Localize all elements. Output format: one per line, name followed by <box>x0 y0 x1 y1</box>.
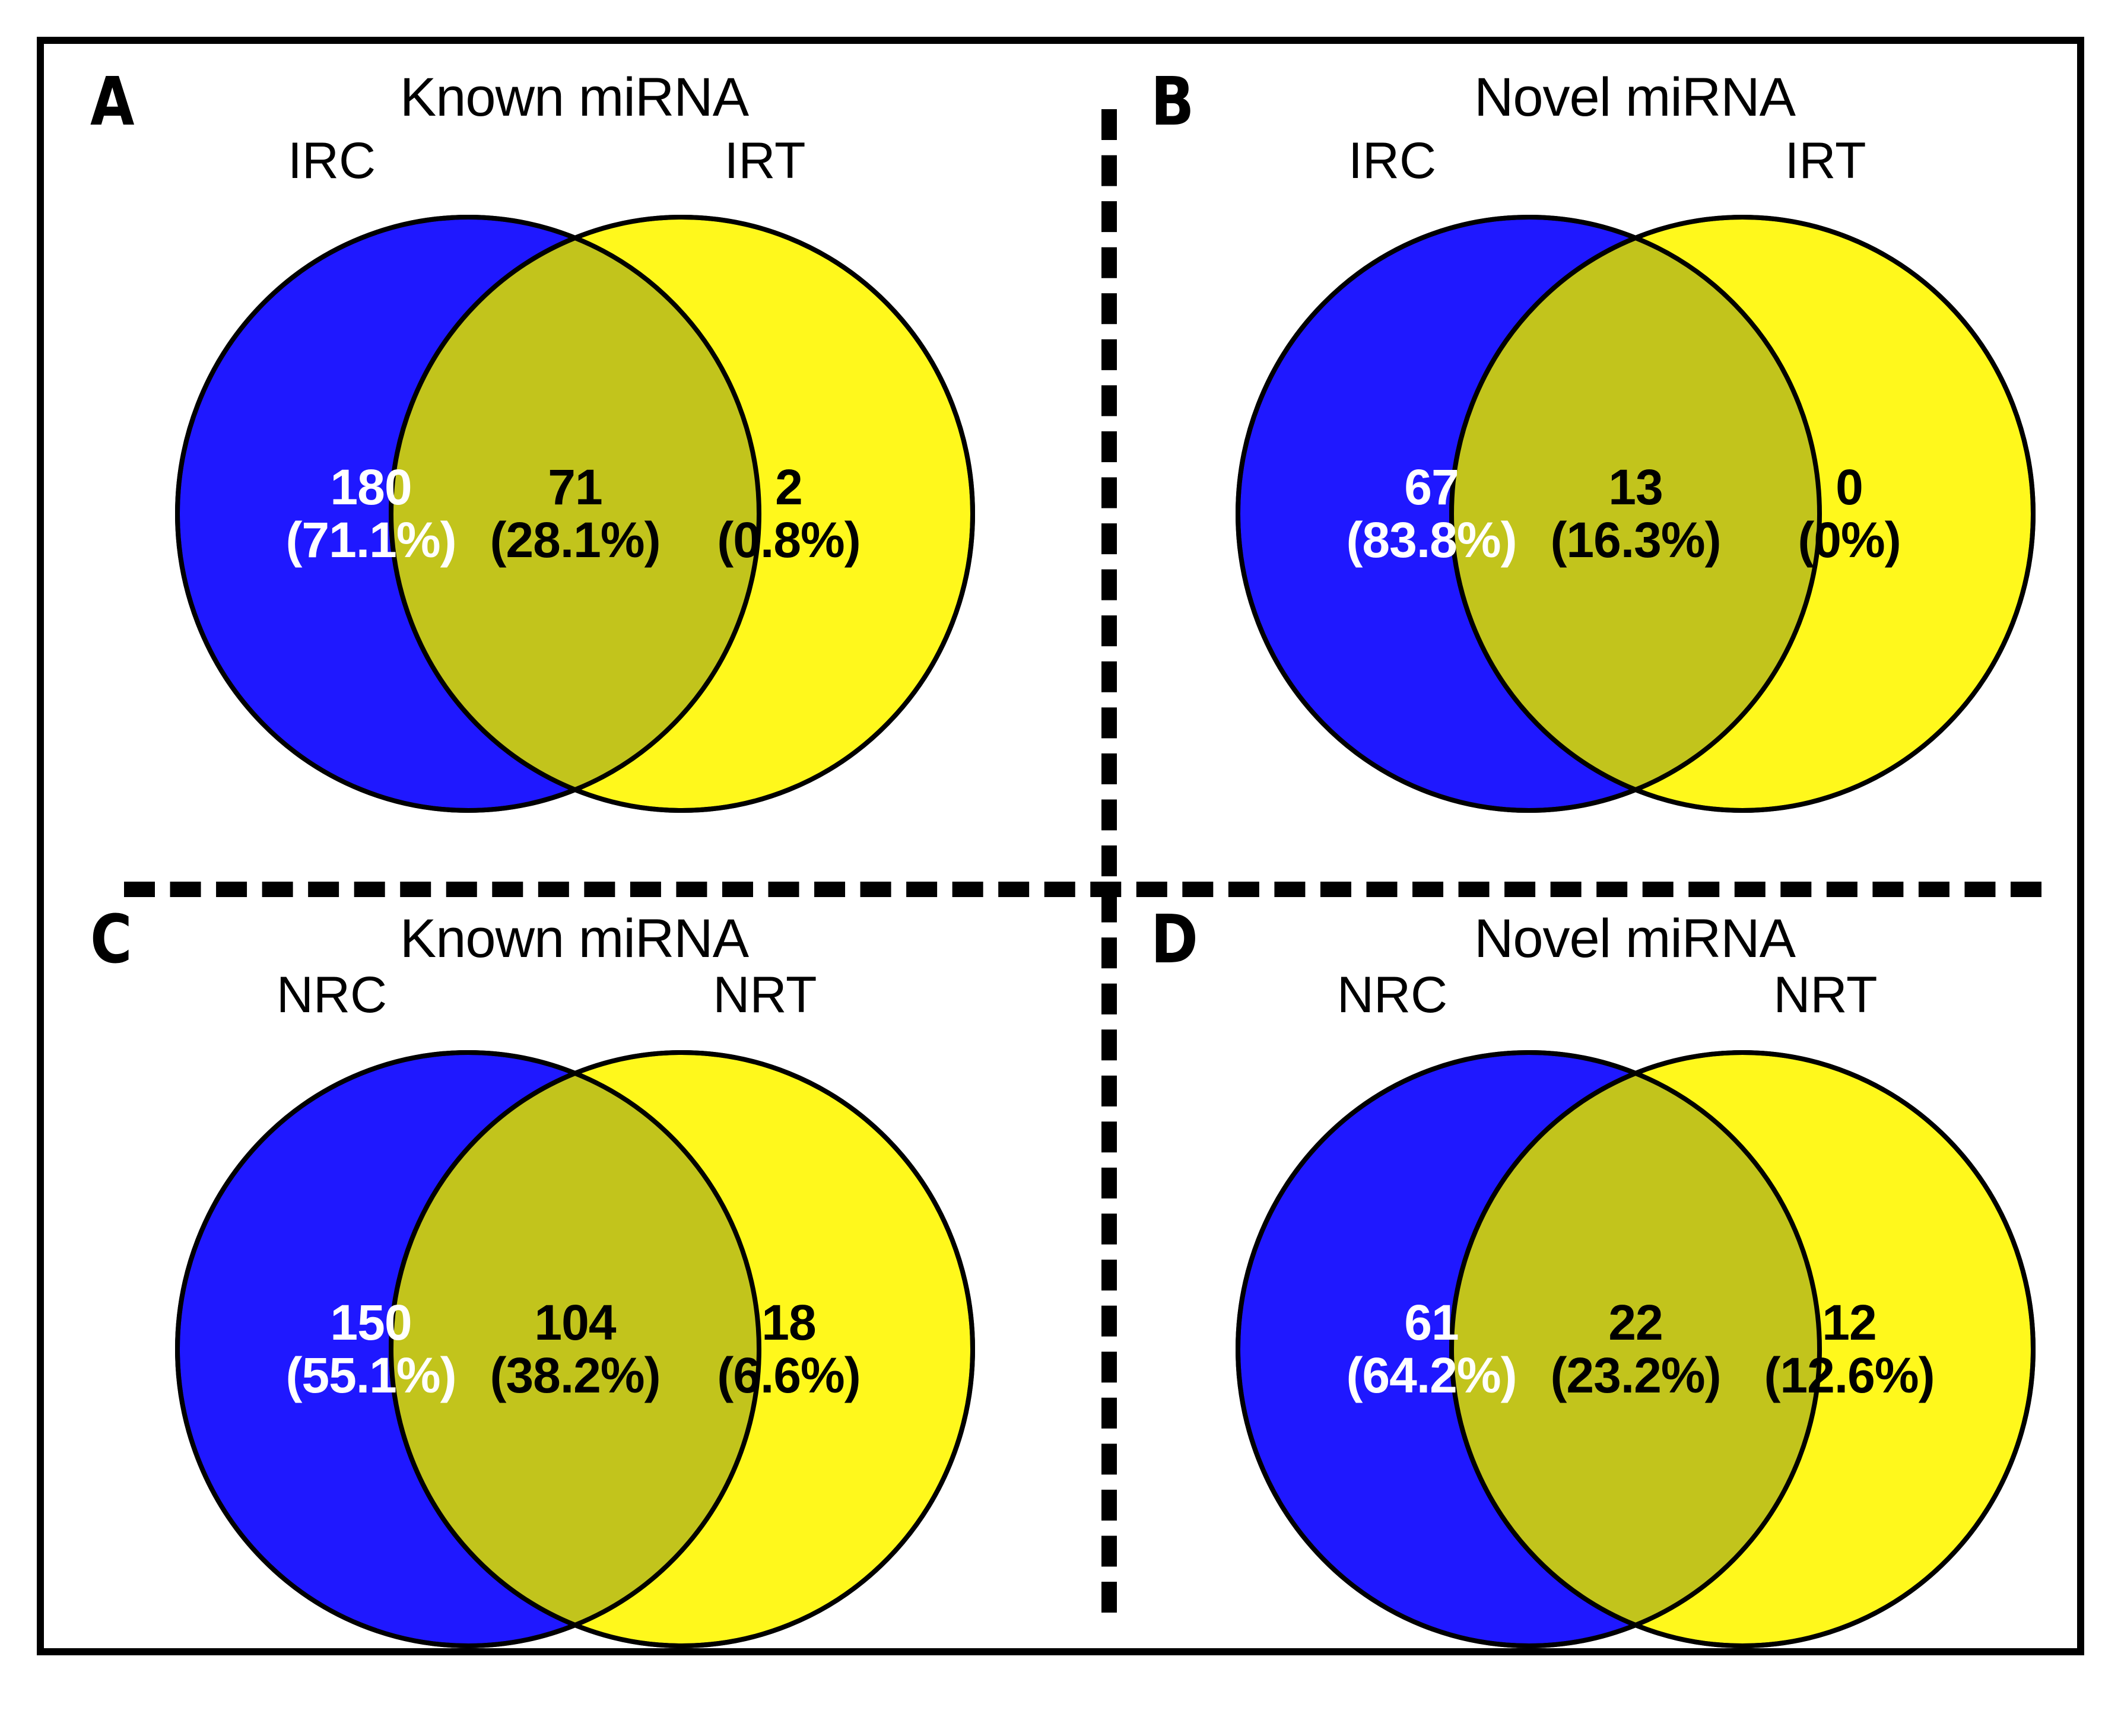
venn-svg-d <box>1236 1050 2036 1648</box>
venn-ellipse-left-outline-c <box>175 1050 761 1648</box>
set-label-left-c: NRC <box>276 966 388 1023</box>
set-label-left-b: IRC <box>1348 132 1437 189</box>
panel-title-c: Known miRNA <box>399 908 749 969</box>
venn-diagram-d: 61 (64.2%) 22 (23.2%) 12 (12.6%) <box>1161 1035 2110 1664</box>
venn-label-left-only-d: 61 (64.2%) <box>1346 1294 1517 1403</box>
panel-title-a: Known miRNA <box>399 67 749 128</box>
venn-label-right-only-b: 0 (0%) <box>1798 459 1901 568</box>
vertical-dashed-divider <box>1101 109 1117 1613</box>
venn-ellipse-right-outline-b <box>1449 215 2036 813</box>
panel-a: A Known miRNA IRC IRT 18 <box>44 44 1104 890</box>
venn-label-intersection-b: 13 (16.3%) <box>1550 459 1721 568</box>
set-label-right-b: IRT <box>1785 132 1866 189</box>
venn-label-right-only-a: 2 (0.8%) <box>717 459 861 568</box>
venn-label-left-only-a: 180 (71.1%) <box>285 459 456 568</box>
venn-diagram-c: 150 (55.1%) 104 (38.2%) 18 (6.6%) <box>100 1035 1050 1664</box>
venn-label-intersection-c: 104 (38.2%) <box>490 1294 661 1403</box>
venn-label-left-only-b: 67 (83.8%) <box>1346 459 1517 568</box>
panel-letter-c: C <box>90 901 132 978</box>
venn-overlap-d <box>1452 1053 1820 1646</box>
venn-label-left-only-c: 150 (55.1%) <box>285 1294 456 1403</box>
venn-ellipse-right-outline-c <box>389 1050 975 1648</box>
panel-c: C Known miRNA NRC NRT 15 <box>44 890 1104 1736</box>
venn-overlap-b <box>1452 217 1820 810</box>
panel-letter-b: B <box>1151 63 1194 141</box>
panel-letter-a: A <box>90 63 135 141</box>
set-label-left-a: IRC <box>287 132 376 189</box>
venn-overlap-a <box>391 217 759 810</box>
venn-svg-a <box>175 215 975 813</box>
venn-label-intersection-a: 71 (28.1%) <box>490 459 661 568</box>
venn-diagram-a: 180 (71.1%) 71 (28.1%) 2 (0.8%) <box>100 199 1050 828</box>
venn-figure: A Known miRNA IRC IRT 18 <box>37 37 2084 1655</box>
set-label-right-a: IRT <box>724 132 806 189</box>
panel-b: B Novel miRNA IRC IRT 67 <box>1104 44 2121 890</box>
panel-title-d: Novel miRNA <box>1474 908 1796 969</box>
venn-ellipse-right-outline-d <box>1449 1050 2036 1648</box>
venn-ellipse-left-outline-b <box>1236 215 1822 813</box>
venn-label-right-only-d: 12 (12.6%) <box>1764 1294 1935 1403</box>
set-label-left-d: NRC <box>1336 966 1448 1023</box>
set-label-right-d: NRT <box>1773 966 1878 1023</box>
set-label-right-c: NRT <box>713 966 817 1023</box>
venn-diagram-b: 67 (83.8%) 13 (16.3%) 0 (0%) <box>1161 199 2110 828</box>
panel-letter-d: D <box>1151 901 1198 978</box>
venn-label-intersection-d: 22 (23.2%) <box>1550 1294 1721 1403</box>
venn-ellipse-left-outline-a <box>175 215 761 813</box>
panel-title-b: Novel miRNA <box>1474 67 1796 128</box>
venn-label-right-only-c: 18 (6.6%) <box>717 1294 861 1403</box>
venn-svg-c <box>175 1050 975 1648</box>
venn-ellipse-left-outline-d <box>1236 1050 1822 1648</box>
panel-d: D Novel miRNA NRC NRT 61 <box>1104 890 2121 1736</box>
horizontal-dashed-divider <box>124 882 2041 897</box>
venn-overlap-c <box>391 1053 759 1646</box>
figure-frame: A Known miRNA IRC IRT 18 <box>37 37 2084 1655</box>
venn-ellipse-right-outline-a <box>389 215 975 813</box>
venn-svg-b <box>1236 215 2036 813</box>
